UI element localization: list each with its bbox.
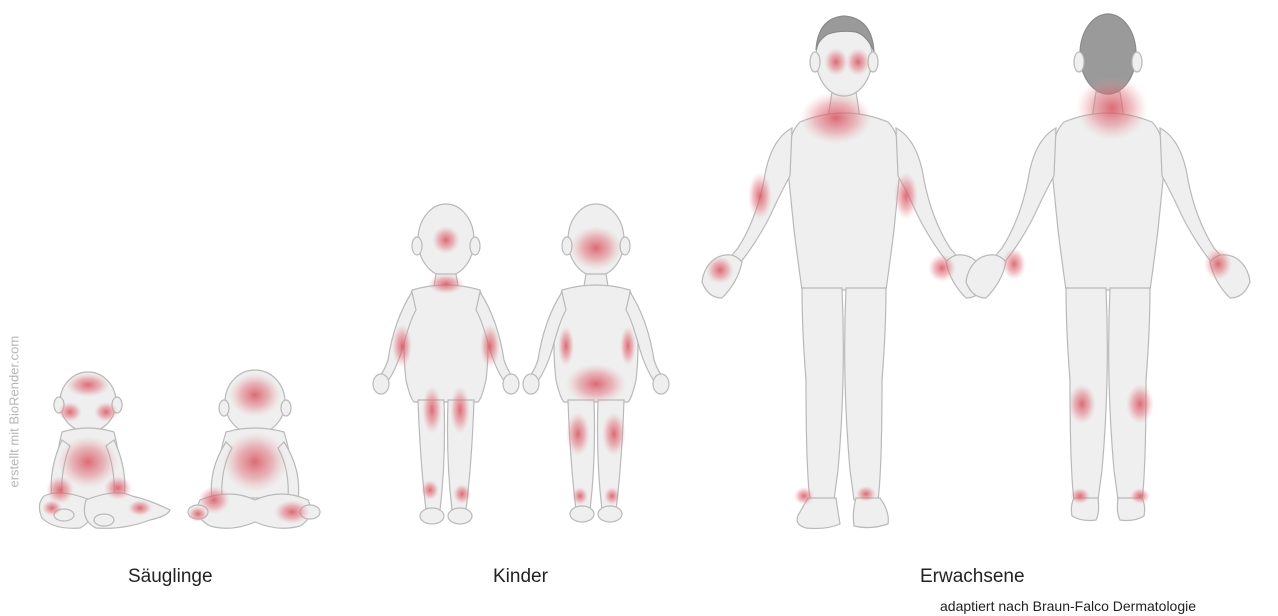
source-credit: adaptiert nach Braun-Falco Dermatologie [940, 598, 1196, 614]
group-label-children: Kinder [493, 566, 548, 588]
biorender-watermark: erstellt mit BioRender.com [7, 348, 22, 488]
group-label-adults: Erwachsene [920, 566, 1025, 588]
group-label-infants: Säuglinge [128, 566, 213, 588]
